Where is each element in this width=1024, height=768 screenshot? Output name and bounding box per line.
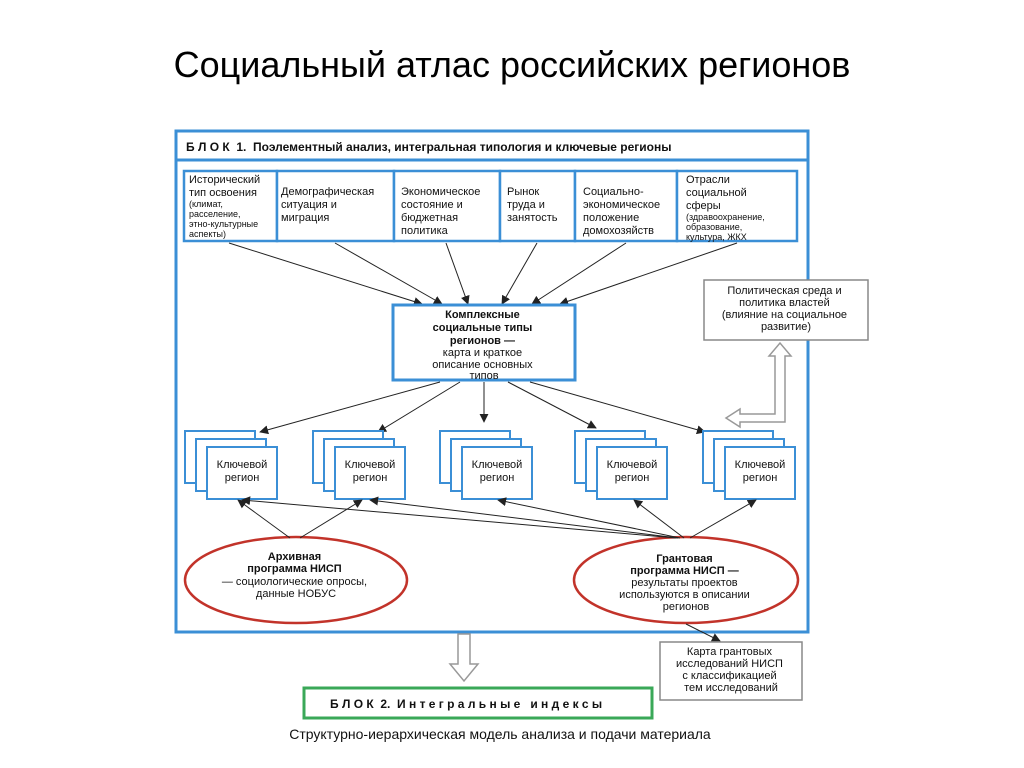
grant-map-text: Карта грантовых исследований НИСП с клас… <box>676 646 786 694</box>
factor-texts: Исторический тип освоения (климат, рассе… <box>189 174 768 242</box>
complex-types-text: Комплексные социальные типы регионов — к… <box>432 309 535 382</box>
grant-program-text: Грантовая программа НИСП — результаты пр… <box>619 553 753 613</box>
factor-text-demography: Демографическая ситуация и миграция <box>281 186 377 224</box>
political-link-arrow <box>724 341 793 429</box>
grant-program-ellipse <box>572 535 800 625</box>
political-text: Политическая среда и политика властей (в… <box>722 285 850 333</box>
factor-text-economy: Экономическое состояние и бюджетная поли… <box>401 186 483 237</box>
archive-program-text: Архивная программа НИСП — социологически… <box>222 551 370 600</box>
type-arrows <box>259 381 706 435</box>
block2-box <box>302 686 654 720</box>
complex-types-box <box>391 303 577 382</box>
key-region-box <box>724 446 796 500</box>
block2-link-arrow <box>448 633 480 683</box>
factor-box-economy <box>392 169 502 243</box>
factor-text-labor: Рынок труда и занятость <box>507 186 558 224</box>
factor-box-labor <box>498 169 577 243</box>
slide-title: Социальный атлас российских регионов <box>173 44 851 85</box>
program-arrows <box>237 496 757 642</box>
diagram-caption: Структурно-иерархическая модель анализа … <box>289 726 711 742</box>
factor-box-demography <box>275 169 396 243</box>
archive-program-ellipse <box>183 535 409 625</box>
factor-text-history: Исторический тип освоения (климат, рассе… <box>189 174 263 239</box>
factor-text-households: Социально- экономическое положение домох… <box>583 186 663 237</box>
key-region-box <box>334 446 406 500</box>
key-region-box <box>461 446 533 500</box>
factor-box-history <box>182 169 279 243</box>
factor-box-social-sphere <box>675 169 799 243</box>
block1-header: Б Л О К 1. Поэлементный анализ, интеграл… <box>186 140 672 154</box>
grant-map-box <box>659 641 803 701</box>
political-box <box>703 279 869 341</box>
factor-boxes <box>182 169 799 243</box>
block1-header-box <box>174 129 810 162</box>
key-region-box <box>596 446 668 500</box>
factor-arrows <box>228 242 738 306</box>
factor-text-social-sphere: Отрасли социальной сферы (здравоохранени… <box>686 174 768 242</box>
block2-label: Б Л О К 2. И н т е г р а л ь н ы е и н д… <box>330 697 602 711</box>
